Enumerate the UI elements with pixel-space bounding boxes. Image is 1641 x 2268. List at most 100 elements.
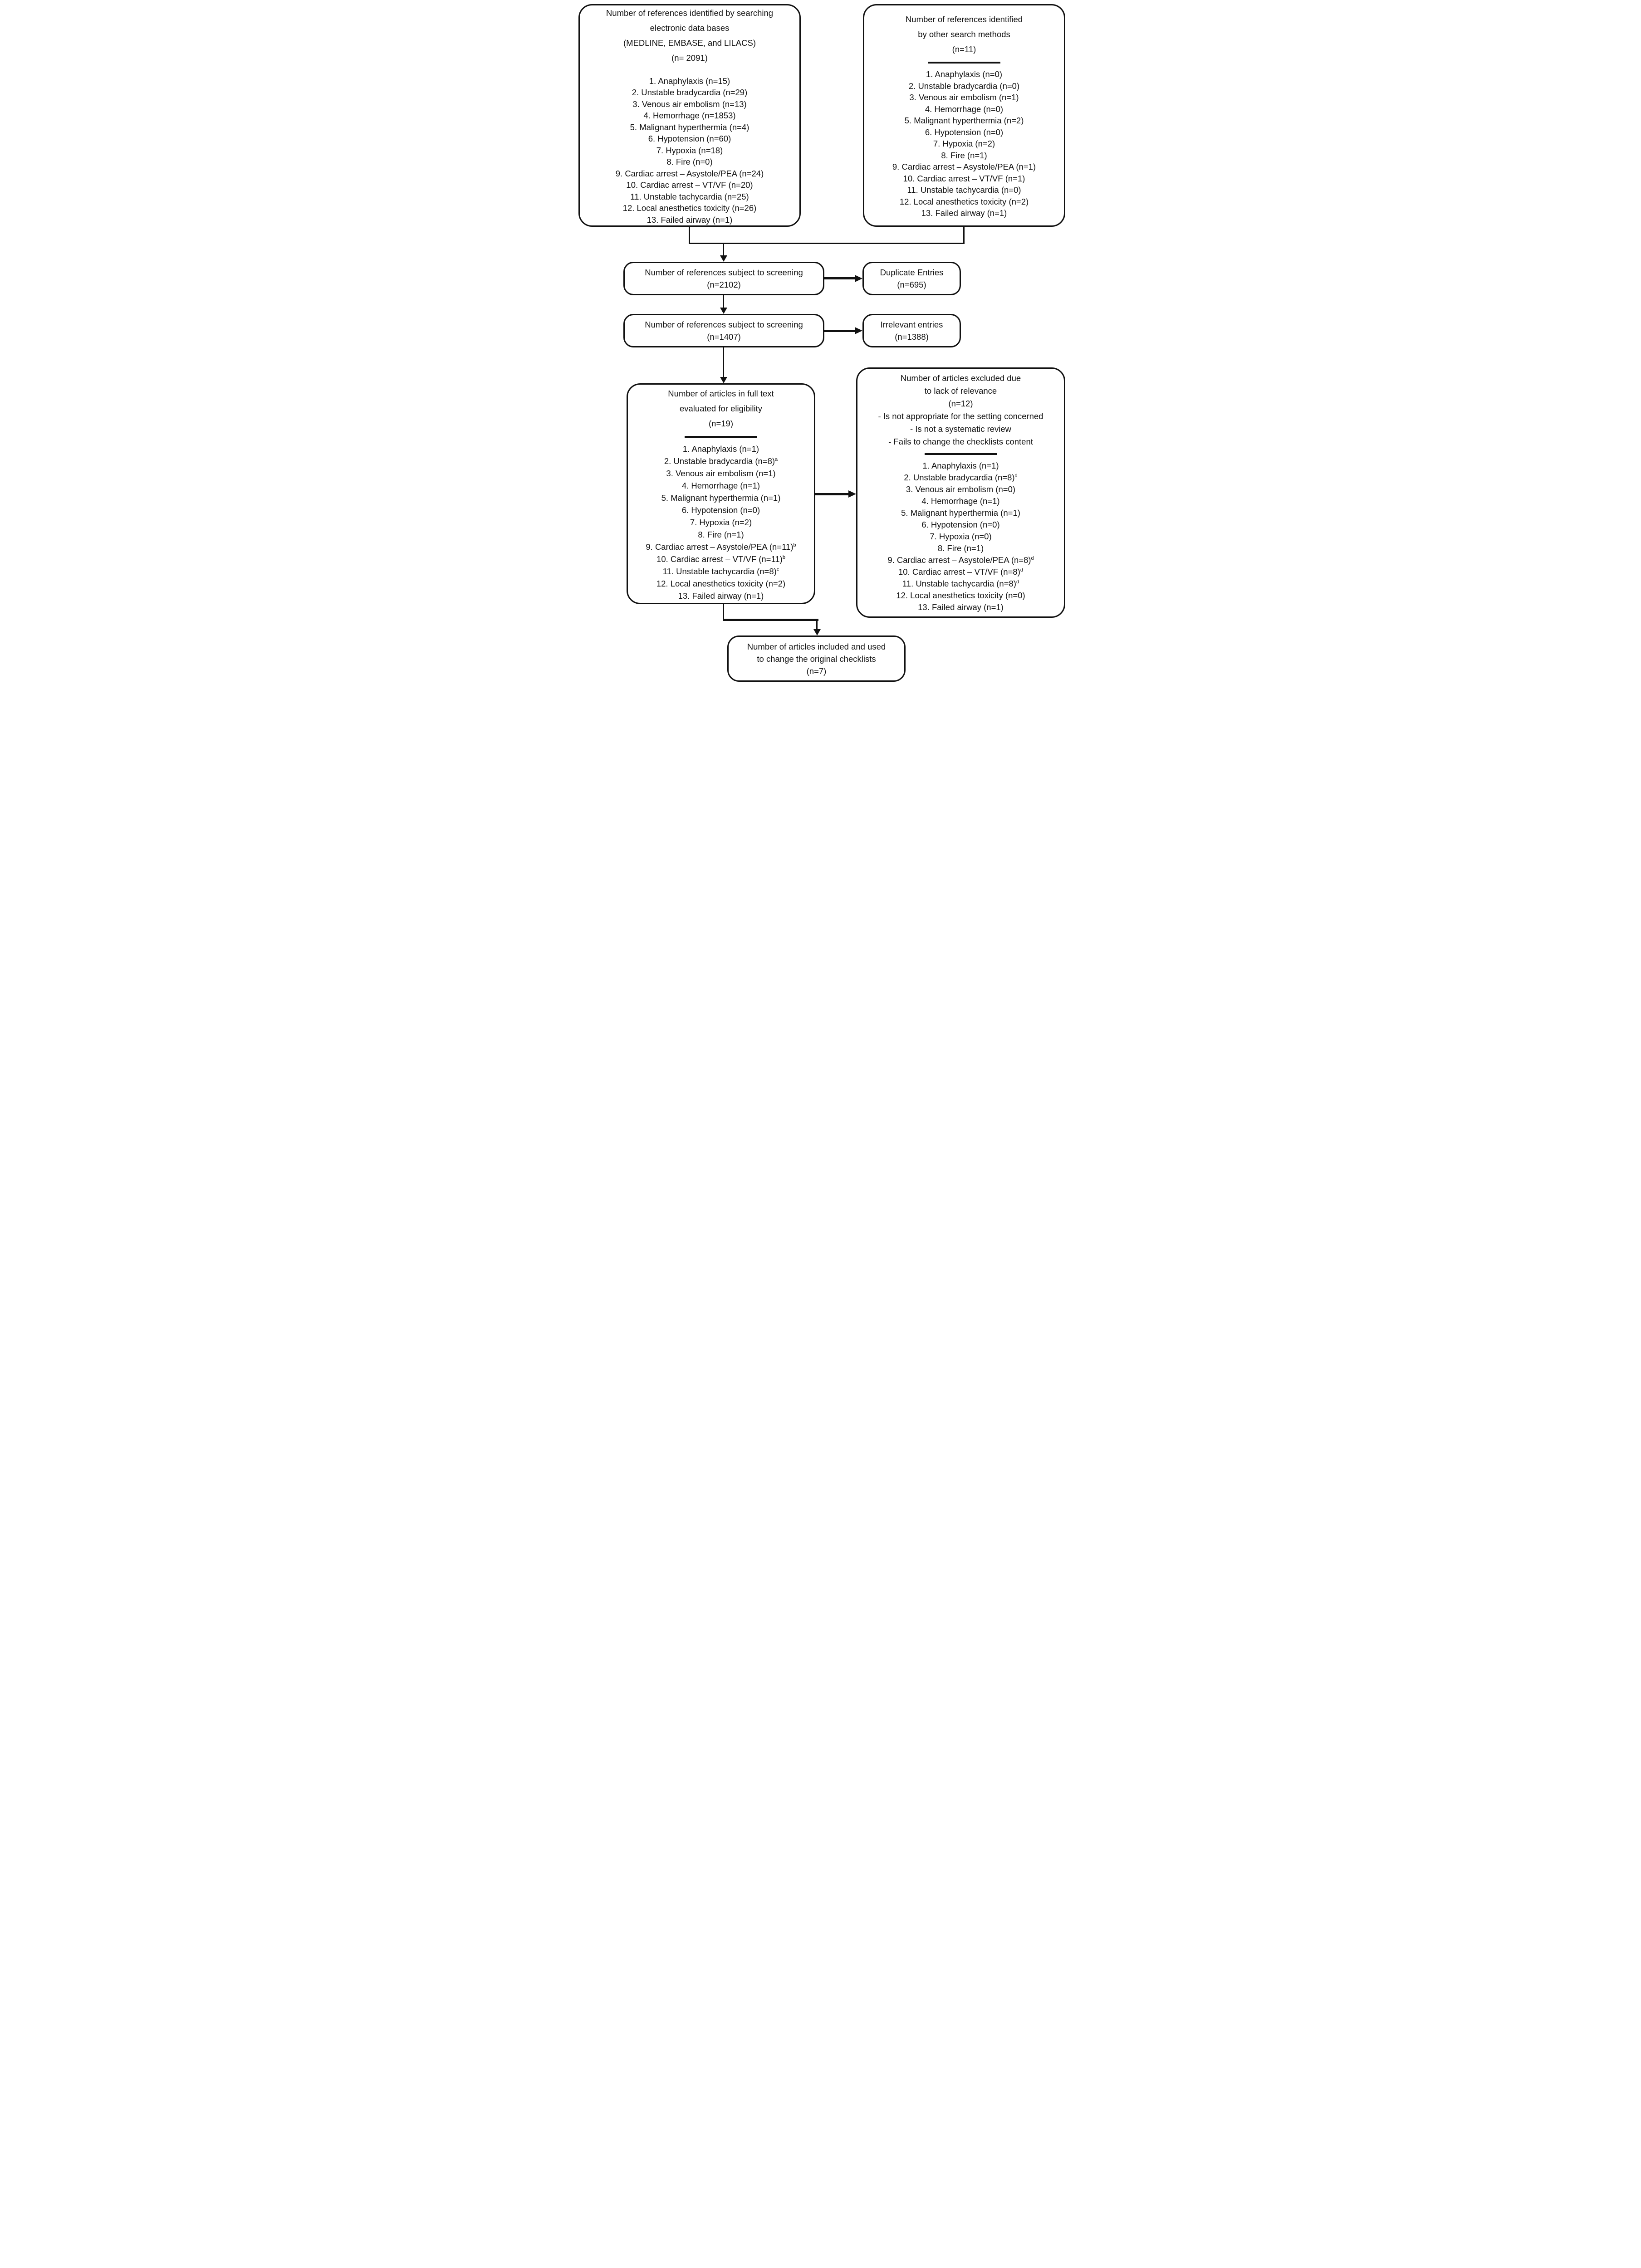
list-item: 10. Cardiac arrest – VT/VF (n=8)d (898, 567, 1023, 577)
arrow-to-duplicates-shaft (824, 277, 855, 279)
box-title-line: to lack of relevance (924, 386, 997, 396)
list-item: 10. Cardiac arrest – VT/VF (n=20) (626, 180, 753, 190)
box-duplicate-entries: Duplicate Entries (n=695) (862, 262, 961, 295)
box-other-search-title: Number of references identified by other … (906, 12, 1023, 57)
list-item: 4. Hemorrhage (n=0) (925, 104, 1004, 114)
box-fulltext-items: 1. Anaphylaxis (n=1) 2. Unstable bradycar… (646, 443, 796, 602)
box-text-line: Number of articles included and used (747, 641, 886, 651)
box-title-line: Number of articles excluded due (900, 373, 1021, 383)
list-item: 2. Unstable bradycardia (n=8)d (904, 473, 1018, 482)
list-item: 12. Local anesthetics toxicity (n=2) (656, 578, 786, 588)
list-item: 4. Hemorrhage (n=1853) (643, 111, 736, 121)
arrow-to-fulltext-shaft (723, 347, 724, 377)
box-title-line: Number of references identified (905, 15, 1023, 24)
list-item: 8. Fire (n=0) (666, 157, 713, 167)
box-other-search: Number of references identified by other … (863, 4, 1065, 227)
arrow-to-excluded-head (848, 490, 856, 498)
box-db-search-items: 1. Anaphylaxis (n=15) 2. Unstable bradyca… (616, 75, 764, 226)
list-item: 6. Hypotension (n=60) (648, 134, 731, 144)
box-text-line: (n=1388) (895, 332, 929, 342)
list-item: 5. Malignant hyperthermia (n=4) (630, 122, 749, 132)
list-item: 7. Hypoxia (n=0) (930, 532, 992, 541)
box-title-line: (n=19) (709, 418, 733, 428)
list-item: 12. Local anesthetics toxicity (n=26) (622, 203, 757, 213)
list-item: 9. Cardiac arrest – Asystole/PEA (n=24) (615, 168, 764, 178)
box-title-line: (n=12) (948, 399, 973, 408)
list-item: 11. Unstable tachycardia (n=8)c (662, 566, 779, 576)
list-item: 7. Hypoxia (n=2) (933, 139, 995, 149)
list-item: 12. Local anesthetics toxicity (n=2) (899, 196, 1029, 206)
box-title-line: evaluated for eligibility (679, 403, 763, 413)
box-text-line: (n=2102) (707, 280, 741, 289)
list-item: 2. Unstable bradycardia (n=29) (632, 88, 748, 98)
box-title-line: (MEDLINE, EMBASE, and LILACS) (623, 38, 756, 48)
list-item: 7. Hypoxia (n=2) (690, 517, 752, 527)
list-item: 8. Fire (n=1) (937, 543, 984, 553)
list-item: 5. Malignant hyperthermia (n=1) (661, 493, 781, 503)
divider-rule (928, 62, 1000, 64)
box-other-search-items: 1. Anaphylaxis (n=0)2. Unstable bradycar… (892, 68, 1036, 219)
list-item: 9. Cardiac arrest – Asystole/PEA (n=8)d (887, 555, 1034, 565)
list-item: 3. Venous air embolism (n=1) (666, 468, 776, 478)
list-item: 6. Hypotension (n=0) (921, 520, 1000, 529)
list-item: 3. Venous air embolism (n=1) (909, 93, 1019, 103)
box-db-search: Number of references identified by searc… (578, 4, 801, 227)
arrow-to-screening2-shaft (723, 295, 724, 308)
box-irrelevant-entries: Irrelevant entries(n=1388) (862, 314, 961, 347)
list-item: 4. Hemorrhage (n=1) (681, 480, 760, 490)
box-title-line: by other search methods (918, 29, 1010, 39)
connector-stub-left (689, 227, 690, 244)
box-text-line: Duplicate Entries (880, 268, 944, 277)
arrow-to-included-head (813, 629, 821, 635)
list-item: 1. Anaphylaxis (n=15) (649, 76, 730, 86)
list-item: 13. Failed airway (n=1) (918, 602, 1004, 612)
list-item: 3. Venous air embolism (n=13) (632, 99, 747, 109)
box-text-line: Number of references subject to screenin… (645, 320, 803, 329)
box-screening-2: Number of references subject to screenin… (623, 314, 824, 347)
box-title-line: Number of references identified by searc… (606, 8, 774, 18)
box-title-line: (n=11) (952, 44, 976, 54)
list-item: 11. Unstable tachycardia (n=8)d (902, 579, 1019, 588)
divider-rule (685, 435, 757, 438)
box-title-line: (n= 2091) (671, 53, 708, 63)
list-item: 8. Fire (n=1) (941, 150, 987, 160)
connector-included-h (723, 619, 818, 621)
list-item: 10. Cardiac arrest – VT/VF (n=11)b (656, 554, 785, 564)
box-excluded-title: Number of articles excluded due to lack o… (901, 372, 1021, 410)
list-item: 8. Fire (n=1) (698, 529, 744, 539)
list-item: 6. Hypotension (n=0) (681, 505, 760, 515)
list-item: 11. Unstable tachycardia (n=25) (630, 191, 749, 201)
exclusion-reason-line: - Fails to change the checklists content (888, 437, 1033, 446)
box-text-line: (n=7) (806, 666, 827, 676)
list-item: 1. Anaphylaxis (n=1) (682, 444, 759, 454)
list-item: 2. Unstable bradycardia (n=0) (908, 81, 1020, 91)
list-item: 1. Anaphylaxis (n=1) (922, 461, 999, 470)
arrow-to-irrelevant-head (855, 327, 862, 334)
box-db-search-title: Number of references identified by searc… (606, 5, 773, 65)
box-text-line: (n=695) (897, 280, 926, 289)
list-item: 13. Failed airway (n=1) (921, 208, 1007, 218)
box-text-line: (n=1407) (707, 332, 741, 342)
box-excluded-items: 1. Anaphylaxis (n=1) 2. Unstable bradycar… (887, 460, 1034, 613)
box-screening-1: Number of references subject to screenin… (623, 262, 824, 295)
exclusion-reason-line: - Is not appropriate for the setting con… (878, 411, 1043, 421)
box-excluded: Number of articles excluded due to lack o… (856, 367, 1065, 618)
list-item: 9. Cardiac arrest – Asystole/PEA (n=11)b (646, 542, 796, 552)
arrow-to-included-shaft (816, 620, 818, 630)
divider-rule (924, 453, 997, 455)
list-item: 10. Cardiac arrest – VT/VF (n=1) (903, 173, 1025, 183)
box-text-line: Number of references subject to screenin… (645, 268, 803, 277)
list-item: 5. Malignant hyperthermia (n=1) (901, 508, 1020, 518)
list-item: 2. Unstable bradycardia (n=8)a (664, 456, 778, 466)
arrow-to-fulltext-head (720, 377, 727, 383)
arrow-to-duplicates-head (855, 275, 862, 282)
arrow-to-screening2-head (720, 308, 727, 314)
list-item: 3. Venous air embolism (n=0) (906, 484, 1016, 494)
connector-included-v1 (723, 604, 724, 621)
list-item: 9. Cardiac arrest – Asystole/PEA (n=1) (892, 162, 1036, 172)
box-excluded-reasons: - Is not appropriate for the setting con… (878, 410, 1043, 448)
arrow-to-screening1-head (720, 255, 727, 262)
list-item: 11. Unstable tachycardia (n=0) (907, 185, 1021, 195)
